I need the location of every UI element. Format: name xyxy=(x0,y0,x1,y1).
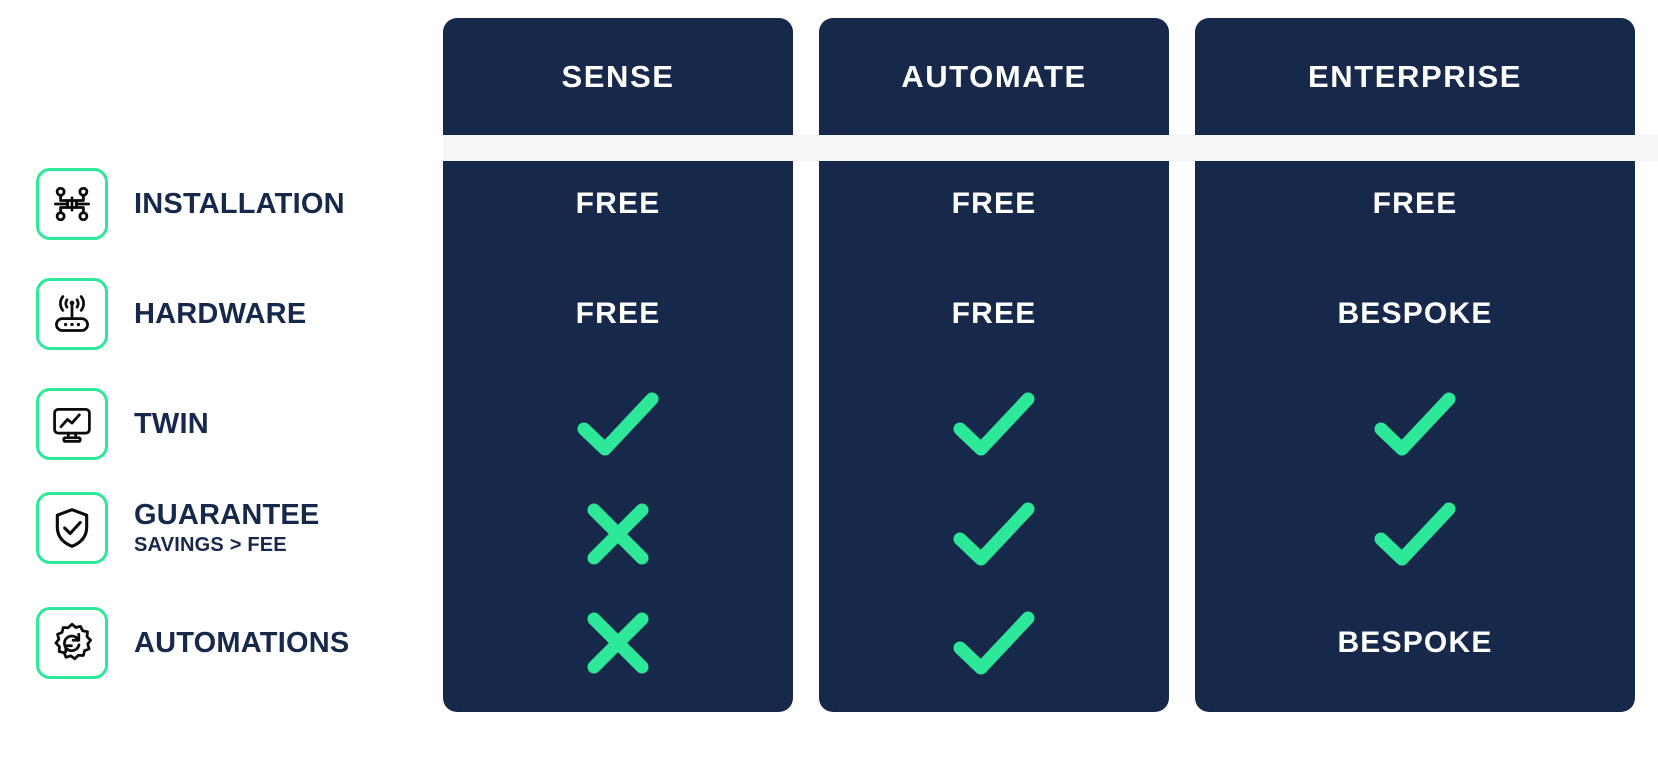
router-wifi-icon xyxy=(36,278,108,350)
plan-cell-2-4: BESPOKE xyxy=(1195,604,1635,682)
plan-cell-2-1: BESPOKE xyxy=(1195,275,1635,353)
feature-title: INSTALLATION xyxy=(134,187,345,220)
plan-cell-2-0: FREE xyxy=(1195,165,1635,243)
feature-text-0: INSTALLATION xyxy=(134,187,345,220)
monitor-chart-icon xyxy=(36,388,108,460)
plan-cell-value: FREE xyxy=(1372,187,1458,220)
check-icon xyxy=(948,499,1040,569)
circuit-node-icon xyxy=(36,168,108,240)
plan-name-0: SENSE xyxy=(561,58,675,94)
feature-row-1: HARDWARE xyxy=(36,275,306,353)
feature-row-2: TWIN xyxy=(36,385,209,463)
plan-name-1: AUTOMATE xyxy=(901,58,1087,94)
plan-header-1[interactable]: AUTOMATE xyxy=(819,18,1169,135)
plan-cell-1-0: FREE xyxy=(819,165,1169,243)
check-icon xyxy=(1369,389,1461,459)
plan-header-0[interactable]: SENSE xyxy=(443,18,793,135)
feature-row-3: GUARANTEE SAVINGS > FEE xyxy=(36,489,319,567)
gear-refresh-icon xyxy=(36,607,108,679)
feature-title: HARDWARE xyxy=(134,297,307,330)
cross-icon xyxy=(581,606,655,680)
cross-icon xyxy=(581,497,655,571)
plan-cell-1-1: FREE xyxy=(819,275,1169,353)
plan-cell-value: FREE xyxy=(951,187,1037,220)
plan-cell-value: BESPOKE xyxy=(1337,297,1493,330)
feature-title: GUARANTEE xyxy=(134,498,320,531)
check-icon xyxy=(948,389,1040,459)
plan-cell-value: BESPOKE xyxy=(1337,626,1493,659)
plan-cell-1-4 xyxy=(819,604,1169,682)
plan-cell-0-4 xyxy=(443,604,793,682)
plan-header-2[interactable]: ENTERPRISE xyxy=(1195,18,1635,135)
check-icon xyxy=(948,608,1040,678)
header-body-divider xyxy=(443,135,1658,161)
plan-cell-1-3 xyxy=(819,495,1169,573)
plan-cell-value: FREE xyxy=(575,297,661,330)
feature-text-3: GUARANTEE SAVINGS > FEE xyxy=(134,498,320,557)
shield-check-icon xyxy=(36,492,108,564)
plan-cell-value: FREE xyxy=(951,297,1037,330)
plan-cell-2-2 xyxy=(1195,385,1635,463)
feature-text-1: HARDWARE xyxy=(134,297,307,330)
feature-row-4: AUTOMATIONS xyxy=(36,604,349,682)
plan-cell-0-1: FREE xyxy=(443,275,793,353)
feature-text-4: AUTOMATIONS xyxy=(134,626,350,659)
plan-name-2: ENTERPRISE xyxy=(1307,58,1523,94)
check-icon xyxy=(1369,499,1461,569)
plan-cell-0-2 xyxy=(443,385,793,463)
plan-cell-1-2 xyxy=(819,385,1169,463)
plan-cell-2-3 xyxy=(1195,495,1635,573)
feature-title: AUTOMATIONS xyxy=(134,626,350,659)
plan-cell-value: FREE xyxy=(575,187,661,220)
check-icon xyxy=(572,389,664,459)
feature-label-column: INSTALLATION HARDWARE TWIN GUARANTEE SAVI… xyxy=(0,0,443,774)
feature-text-2: TWIN xyxy=(134,407,209,440)
feature-subtitle: SAVINGS > FEE xyxy=(134,534,287,557)
feature-title: TWIN xyxy=(134,407,209,440)
feature-row-0: INSTALLATION xyxy=(36,165,345,243)
plan-cell-0-3 xyxy=(443,495,793,573)
plan-cell-0-0: FREE xyxy=(443,165,793,243)
